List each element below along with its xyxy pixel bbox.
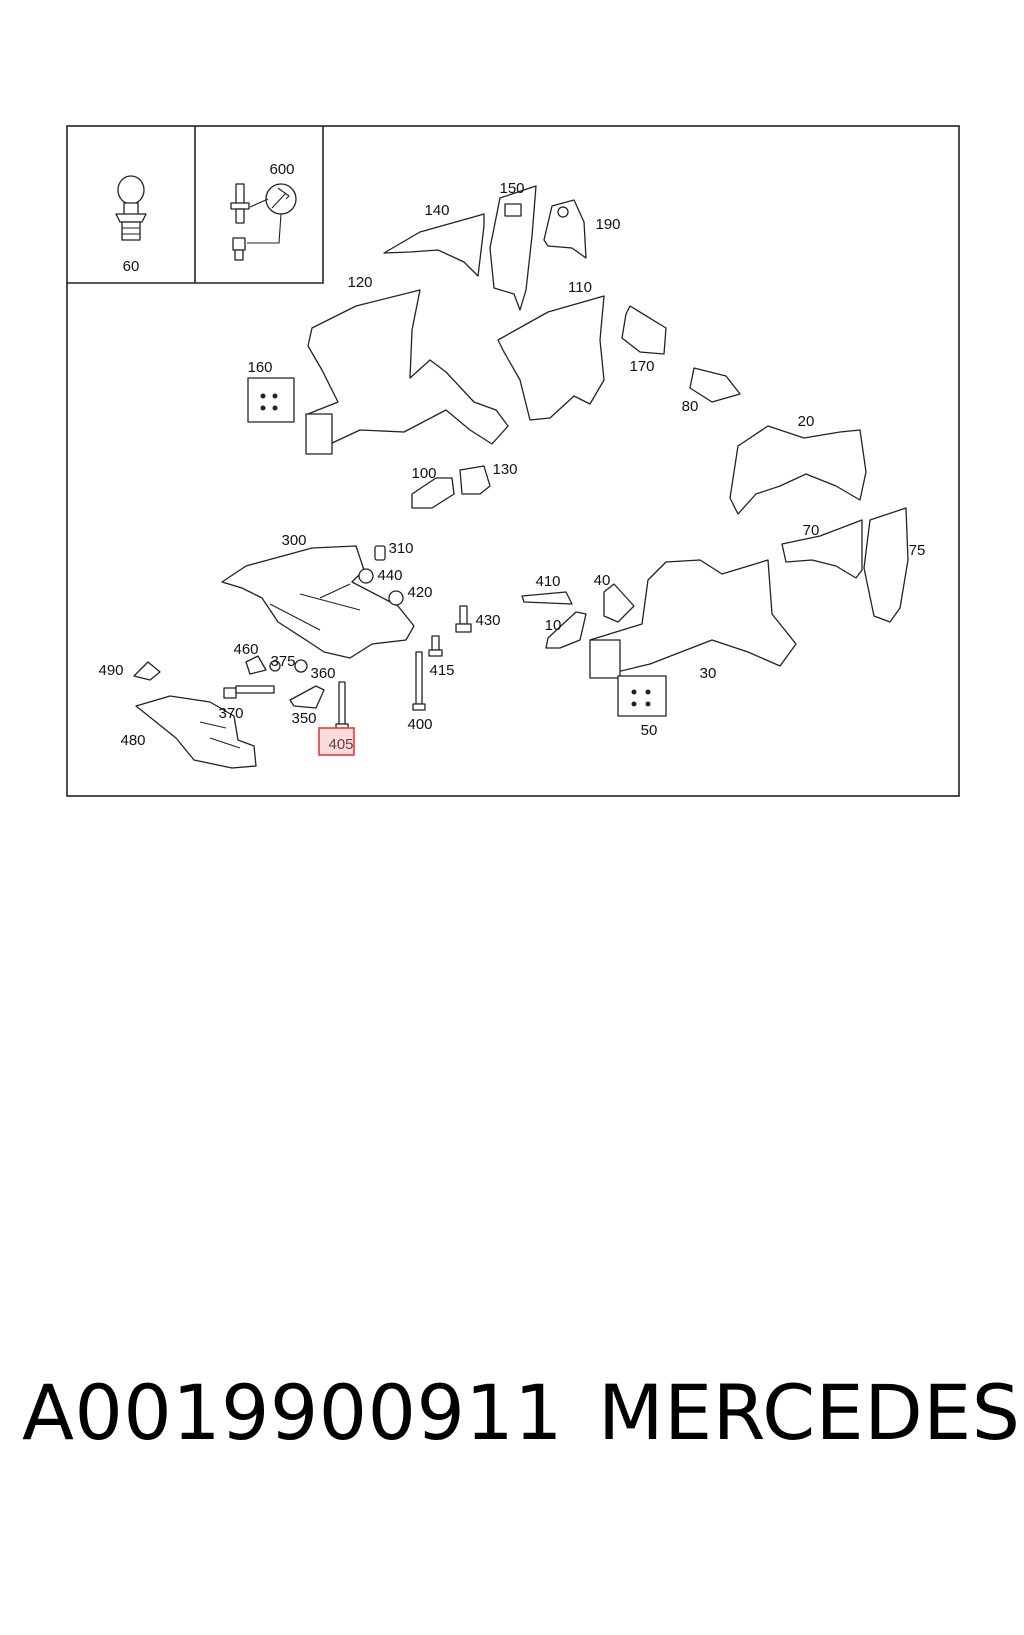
part-190 bbox=[543, 199, 587, 259]
part-405 bbox=[335, 681, 349, 731]
part-130 bbox=[459, 465, 491, 495]
label-40: 40 bbox=[594, 572, 611, 589]
part-360 bbox=[294, 659, 308, 673]
label-370: 370 bbox=[218, 705, 243, 722]
label-120: 120 bbox=[347, 274, 372, 291]
label-420: 420 bbox=[407, 584, 432, 601]
label-600: 600 bbox=[269, 161, 294, 178]
label-20: 20 bbox=[798, 413, 815, 430]
label-415: 415 bbox=[429, 662, 454, 679]
part-480 bbox=[135, 695, 257, 769]
part-400 bbox=[412, 651, 426, 711]
part-170 bbox=[621, 305, 667, 355]
part-440 bbox=[358, 568, 374, 584]
part-370 bbox=[223, 685, 275, 699]
label-480: 480 bbox=[120, 732, 145, 749]
part-110 bbox=[497, 295, 605, 421]
part-30-plate bbox=[589, 639, 621, 679]
part-375 bbox=[269, 660, 281, 672]
label-60: 60 bbox=[123, 258, 140, 275]
label-30: 30 bbox=[700, 665, 717, 682]
label-80: 80 bbox=[682, 398, 699, 415]
label-430: 430 bbox=[475, 612, 500, 629]
part-410 bbox=[521, 591, 573, 605]
label-130: 130 bbox=[492, 461, 517, 478]
label-410: 410 bbox=[535, 573, 560, 590]
part-bolt-kit bbox=[230, 183, 297, 261]
part-120-plate bbox=[305, 413, 333, 455]
diagram-frame bbox=[66, 125, 960, 797]
label-405: 405 bbox=[328, 736, 353, 753]
brand-name: MERCEDES bbox=[598, 1368, 1021, 1457]
label-400: 400 bbox=[407, 716, 432, 733]
label-375: 375 bbox=[270, 653, 295, 670]
part-310 bbox=[374, 545, 386, 561]
part-415 bbox=[428, 635, 443, 657]
highlight-box bbox=[318, 727, 355, 756]
part-460 bbox=[245, 655, 267, 675]
part-labels: 60 600 140 150 190 120 110 170 160 80 20… bbox=[98, 161, 925, 753]
label-110: 110 bbox=[568, 279, 592, 296]
label-310: 310 bbox=[388, 540, 413, 557]
part-number: A0019900911 bbox=[22, 1368, 564, 1457]
label-160: 160 bbox=[247, 359, 272, 376]
part-40 bbox=[603, 583, 635, 623]
part-350 bbox=[289, 685, 325, 709]
label-360: 360 bbox=[310, 665, 335, 682]
part-100 bbox=[411, 477, 455, 509]
label-140: 140 bbox=[424, 202, 449, 219]
part-420 bbox=[388, 590, 404, 606]
label-300: 300 bbox=[281, 532, 306, 549]
label-150: 150 bbox=[499, 180, 524, 197]
parts-diagram: 60 600 140 150 190 120 110 170 160 80 20… bbox=[66, 125, 960, 797]
part-140 bbox=[383, 213, 485, 277]
label-100: 100 bbox=[411, 465, 436, 482]
part-75 bbox=[863, 507, 909, 623]
part-150 bbox=[489, 185, 537, 311]
part-430 bbox=[455, 605, 472, 633]
caption: A0019900911 MERCEDES bbox=[0, 1368, 1024, 1478]
label-490: 490 bbox=[98, 662, 123, 679]
part-120 bbox=[307, 289, 509, 445]
part-160 bbox=[247, 377, 295, 423]
label-10: 10 bbox=[545, 617, 562, 634]
part-300 bbox=[221, 545, 415, 659]
label-75: 75 bbox=[909, 542, 926, 559]
part-30 bbox=[589, 559, 797, 677]
label-190: 190 bbox=[595, 216, 620, 233]
label-70: 70 bbox=[803, 522, 820, 539]
part-10 bbox=[545, 611, 587, 649]
part-70 bbox=[781, 519, 863, 579]
label-440: 440 bbox=[377, 567, 402, 584]
label-460: 460 bbox=[233, 641, 258, 658]
part-20 bbox=[729, 425, 867, 515]
part-80 bbox=[689, 367, 741, 403]
label-170: 170 bbox=[629, 358, 654, 375]
part-ball-stud bbox=[115, 175, 147, 241]
label-350: 350 bbox=[291, 710, 316, 727]
part-490 bbox=[133, 661, 161, 681]
part-50 bbox=[617, 675, 667, 717]
inset-frame bbox=[67, 126, 324, 284]
label-50: 50 bbox=[641, 722, 658, 739]
